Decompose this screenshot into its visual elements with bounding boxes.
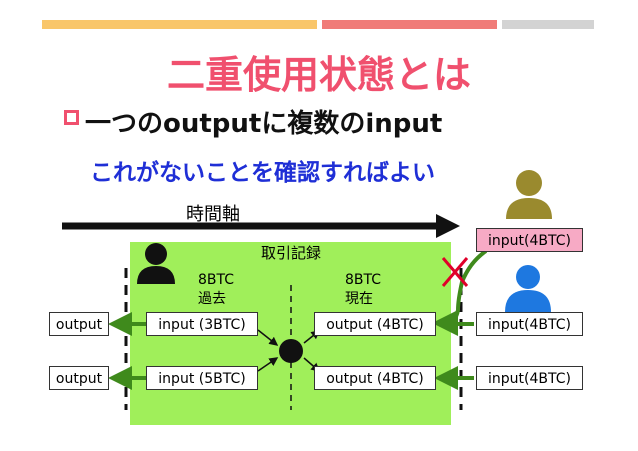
ledger-title: 取引記録 <box>261 244 322 262</box>
past-label: 過去 <box>198 291 226 307</box>
slide-title: 二重使用状態とは <box>166 53 471 97</box>
right-input-box: input(4BTC) <box>476 366 583 390</box>
arrow-from-right-input <box>434 249 488 390</box>
present-amount: 8BTC <box>345 272 382 288</box>
slide-subtitle: 一つのoutputに複数のinput <box>85 109 443 139</box>
person-icon <box>505 265 551 312</box>
top-band-red <box>322 20 497 29</box>
bullet-square-icon <box>64 110 79 125</box>
double-spend-input-box: input(4BTC) <box>476 228 583 252</box>
ledger-output-box: output (4BTC) <box>314 312 436 336</box>
left-output-box: output <box>49 366 109 390</box>
past-amount: 8BTC <box>198 272 235 288</box>
ledger-input-box: input (5BTC) <box>146 366 258 390</box>
check-statement: これがないことを確認すればよい <box>90 160 435 186</box>
top-band-yellow <box>42 20 317 29</box>
merge-node-icon <box>279 339 303 363</box>
right-input-box: input(4BTC) <box>476 312 583 336</box>
arrow-to-left-output <box>108 312 146 390</box>
time-axis-label: 時間軸 <box>186 204 240 225</box>
ledger-output-box: output (4BTC) <box>314 366 436 390</box>
person-icon <box>137 243 175 284</box>
present-label: 現在 <box>345 291 373 307</box>
person-icon <box>506 170 552 219</box>
time-axis-arrow <box>62 214 460 238</box>
left-output-box: output <box>49 312 109 336</box>
top-band-gray <box>502 20 594 29</box>
cross-icon <box>441 257 469 287</box>
ledger-input-box: input (3BTC) <box>146 312 258 336</box>
